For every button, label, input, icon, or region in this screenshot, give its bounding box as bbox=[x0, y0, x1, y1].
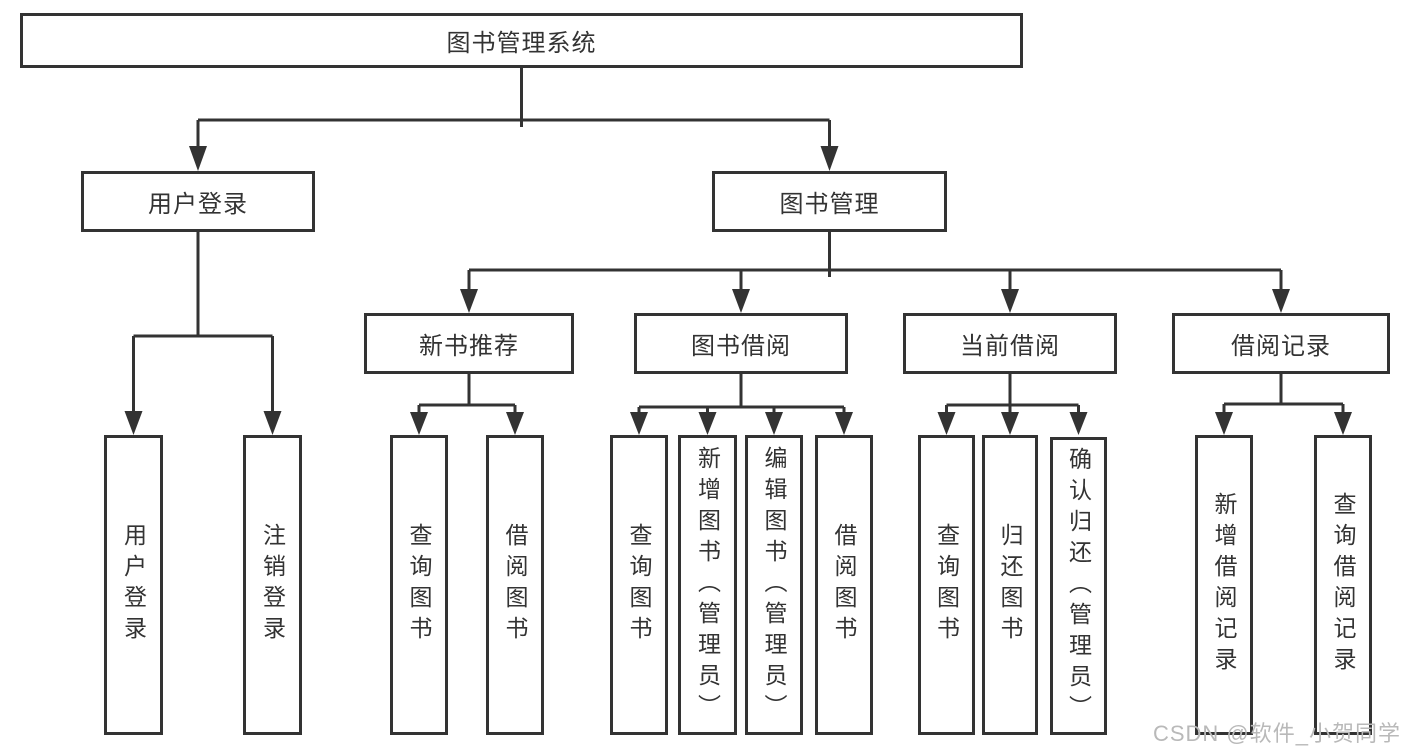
leaf-query-books-recommend: 查询图书 bbox=[390, 435, 448, 735]
arrow-cb-leaf1 bbox=[937, 412, 956, 435]
node-label: 当前借阅 bbox=[960, 333, 1060, 360]
leaf-label: 用户登录 bbox=[120, 523, 147, 647]
arrowheads bbox=[124, 146, 1352, 435]
node-current-borrowing: 当前借阅 bbox=[903, 313, 1117, 374]
arrow-leaf-login bbox=[124, 411, 143, 435]
leaf-borrow-books-recommend: 借阅图书 bbox=[486, 435, 544, 735]
csdn-watermark: CSDN @软件_小贺同学 bbox=[1152, 721, 1401, 746]
node-borrow-records: 借阅记录 bbox=[1172, 313, 1390, 374]
arrow-borrow-records bbox=[1272, 289, 1290, 313]
node-label: 新书推荐 bbox=[419, 333, 519, 360]
node-label: 图书管理 bbox=[779, 191, 880, 218]
arrow-cb-leaf2 bbox=[1001, 412, 1019, 435]
arrow-nbr-leaf2 bbox=[506, 412, 524, 435]
node-new-book-recommend: 新书推荐 bbox=[364, 313, 574, 374]
arrow-user-login bbox=[189, 146, 207, 171]
leaf-query-books-current: 查询图书 bbox=[918, 435, 975, 735]
leaf-add-borrow-record: 新增借阅记录 bbox=[1195, 435, 1253, 735]
arrow-new-book-recommend bbox=[460, 289, 478, 313]
leaf-query-borrow-record: 查询借阅记录 bbox=[1314, 435, 1372, 735]
leaf-label: 借阅图书 bbox=[831, 523, 857, 647]
leaf-return-books: 归还图书 bbox=[982, 435, 1038, 735]
node-label: 图书管理系统 bbox=[446, 30, 597, 57]
arrow-bb-leaf3 bbox=[765, 412, 783, 435]
leaf-label: 确认归还（管理员） bbox=[1065, 446, 1092, 726]
arrow-nbr-leaf1 bbox=[410, 412, 428, 435]
arrow-leaf-logout bbox=[263, 411, 282, 435]
arrow-bb-leaf1 bbox=[630, 412, 648, 435]
node-label: 借阅记录 bbox=[1231, 333, 1331, 360]
leaf-label: 查询图书 bbox=[626, 523, 652, 647]
leaf-label: 归还图书 bbox=[997, 523, 1023, 647]
leaf-label: 查询图书 bbox=[406, 523, 432, 647]
node-book-borrowing: 图书借阅 bbox=[634, 313, 848, 374]
arrow-bb-leaf4 bbox=[835, 412, 853, 435]
arrow-br-leaf2 bbox=[1334, 412, 1352, 435]
leaf-label: 查询借阅记录 bbox=[1330, 492, 1356, 678]
leaf-label: 新增图书（管理员） bbox=[694, 445, 721, 725]
leaf-label: 查询图书 bbox=[933, 523, 960, 647]
leaf-edit-books-admin: 编辑图书（管理员） bbox=[745, 435, 803, 735]
leaf-user-login: 用户登录 bbox=[104, 435, 163, 735]
node-user-login: 用户登录 bbox=[81, 171, 315, 232]
node-label: 图书借阅 bbox=[691, 333, 791, 360]
leaf-label: 新增借阅记录 bbox=[1211, 492, 1237, 678]
arrow-book-borrow bbox=[732, 289, 750, 313]
leaf-label: 编辑图书（管理员） bbox=[761, 445, 787, 725]
node-book-management-system: 图书管理系统 bbox=[20, 13, 1023, 68]
leaf-confirm-return-admin: 确认归还（管理员） bbox=[1050, 437, 1107, 735]
arrow-br-leaf1 bbox=[1215, 412, 1233, 435]
node-book-management: 图书管理 bbox=[712, 171, 947, 232]
leaf-add-books-admin: 新增图书（管理员） bbox=[678, 435, 737, 735]
arrow-current-borrow bbox=[1001, 289, 1019, 313]
node-label: 用户登录 bbox=[148, 191, 248, 218]
arrow-book-mgmt bbox=[820, 146, 839, 171]
arrow-cb-leaf3 bbox=[1069, 412, 1088, 435]
leaf-logout: 注销登录 bbox=[243, 435, 302, 735]
leaf-label: 借阅图书 bbox=[502, 523, 528, 647]
leaf-borrow-books: 借阅图书 bbox=[815, 435, 873, 735]
leaf-query-books-borrow: 查询图书 bbox=[610, 435, 668, 735]
arrow-bb-leaf2 bbox=[698, 412, 717, 435]
leaf-label: 注销登录 bbox=[259, 523, 286, 647]
